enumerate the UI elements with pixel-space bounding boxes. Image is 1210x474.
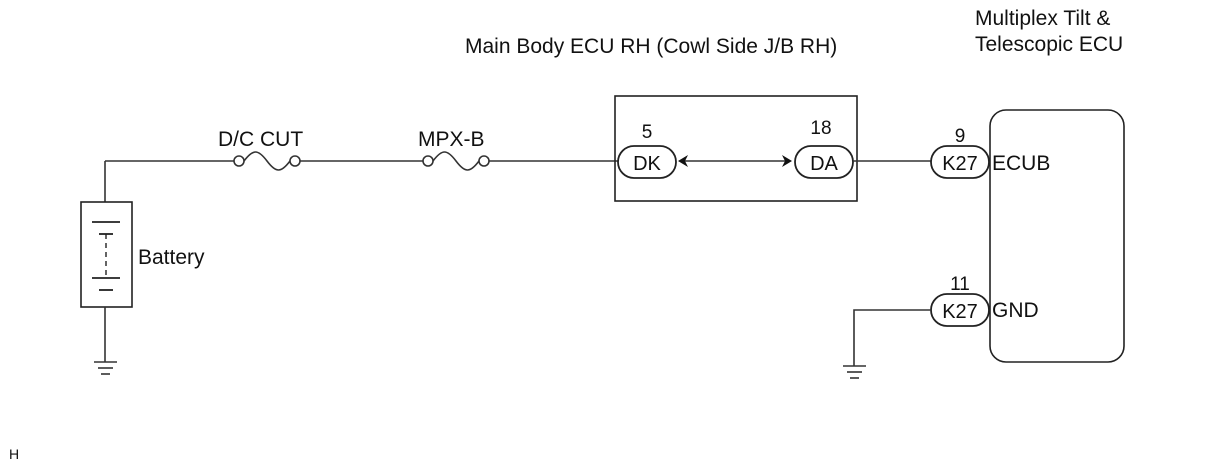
fuse-mpx-b <box>422 151 490 171</box>
connector-k27-gnd-label: K27 <box>942 301 978 323</box>
terminal-ecub: ECUB <box>992 152 1050 175</box>
fuse-dc-cut-label: D/C CUT <box>218 128 303 151</box>
ground-icon <box>843 365 866 379</box>
corner-mark: H <box>9 446 19 462</box>
fuse-mpx-b-label: MPX-B <box>418 128 485 151</box>
connector-da-label: DA <box>810 153 838 175</box>
pin-number-11: 11 <box>950 274 970 295</box>
right-ecu-title-line2: Telescopic ECU <box>975 33 1123 56</box>
battery-icon <box>80 201 133 308</box>
main-ecu-box <box>614 95 858 202</box>
connector-dk <box>617 145 677 179</box>
right-ecu-title-line1: Multiplex Tilt & <box>975 7 1110 30</box>
main-wire <box>104 160 618 202</box>
main-ecu-title: Main Body ECU RH (Cowl Side J/B RH) <box>465 35 837 58</box>
ground-icon <box>94 361 117 375</box>
right-ecu-box <box>989 109 1125 363</box>
connector-k27-ecub <box>930 145 990 179</box>
gnd-wire <box>853 309 931 366</box>
connector-da <box>794 145 854 179</box>
connector-k27-ecub-label: K27 <box>942 153 978 175</box>
internal-link <box>678 155 792 167</box>
pin-number-18: 18 <box>810 118 831 139</box>
pin-number-9: 9 <box>955 126 966 147</box>
fuse-dc-cut <box>233 151 301 171</box>
battery-label: Battery <box>138 246 205 269</box>
terminal-gnd: GND <box>992 299 1039 322</box>
pin-number-5: 5 <box>642 122 653 143</box>
connector-dk-label: DK <box>633 153 661 175</box>
